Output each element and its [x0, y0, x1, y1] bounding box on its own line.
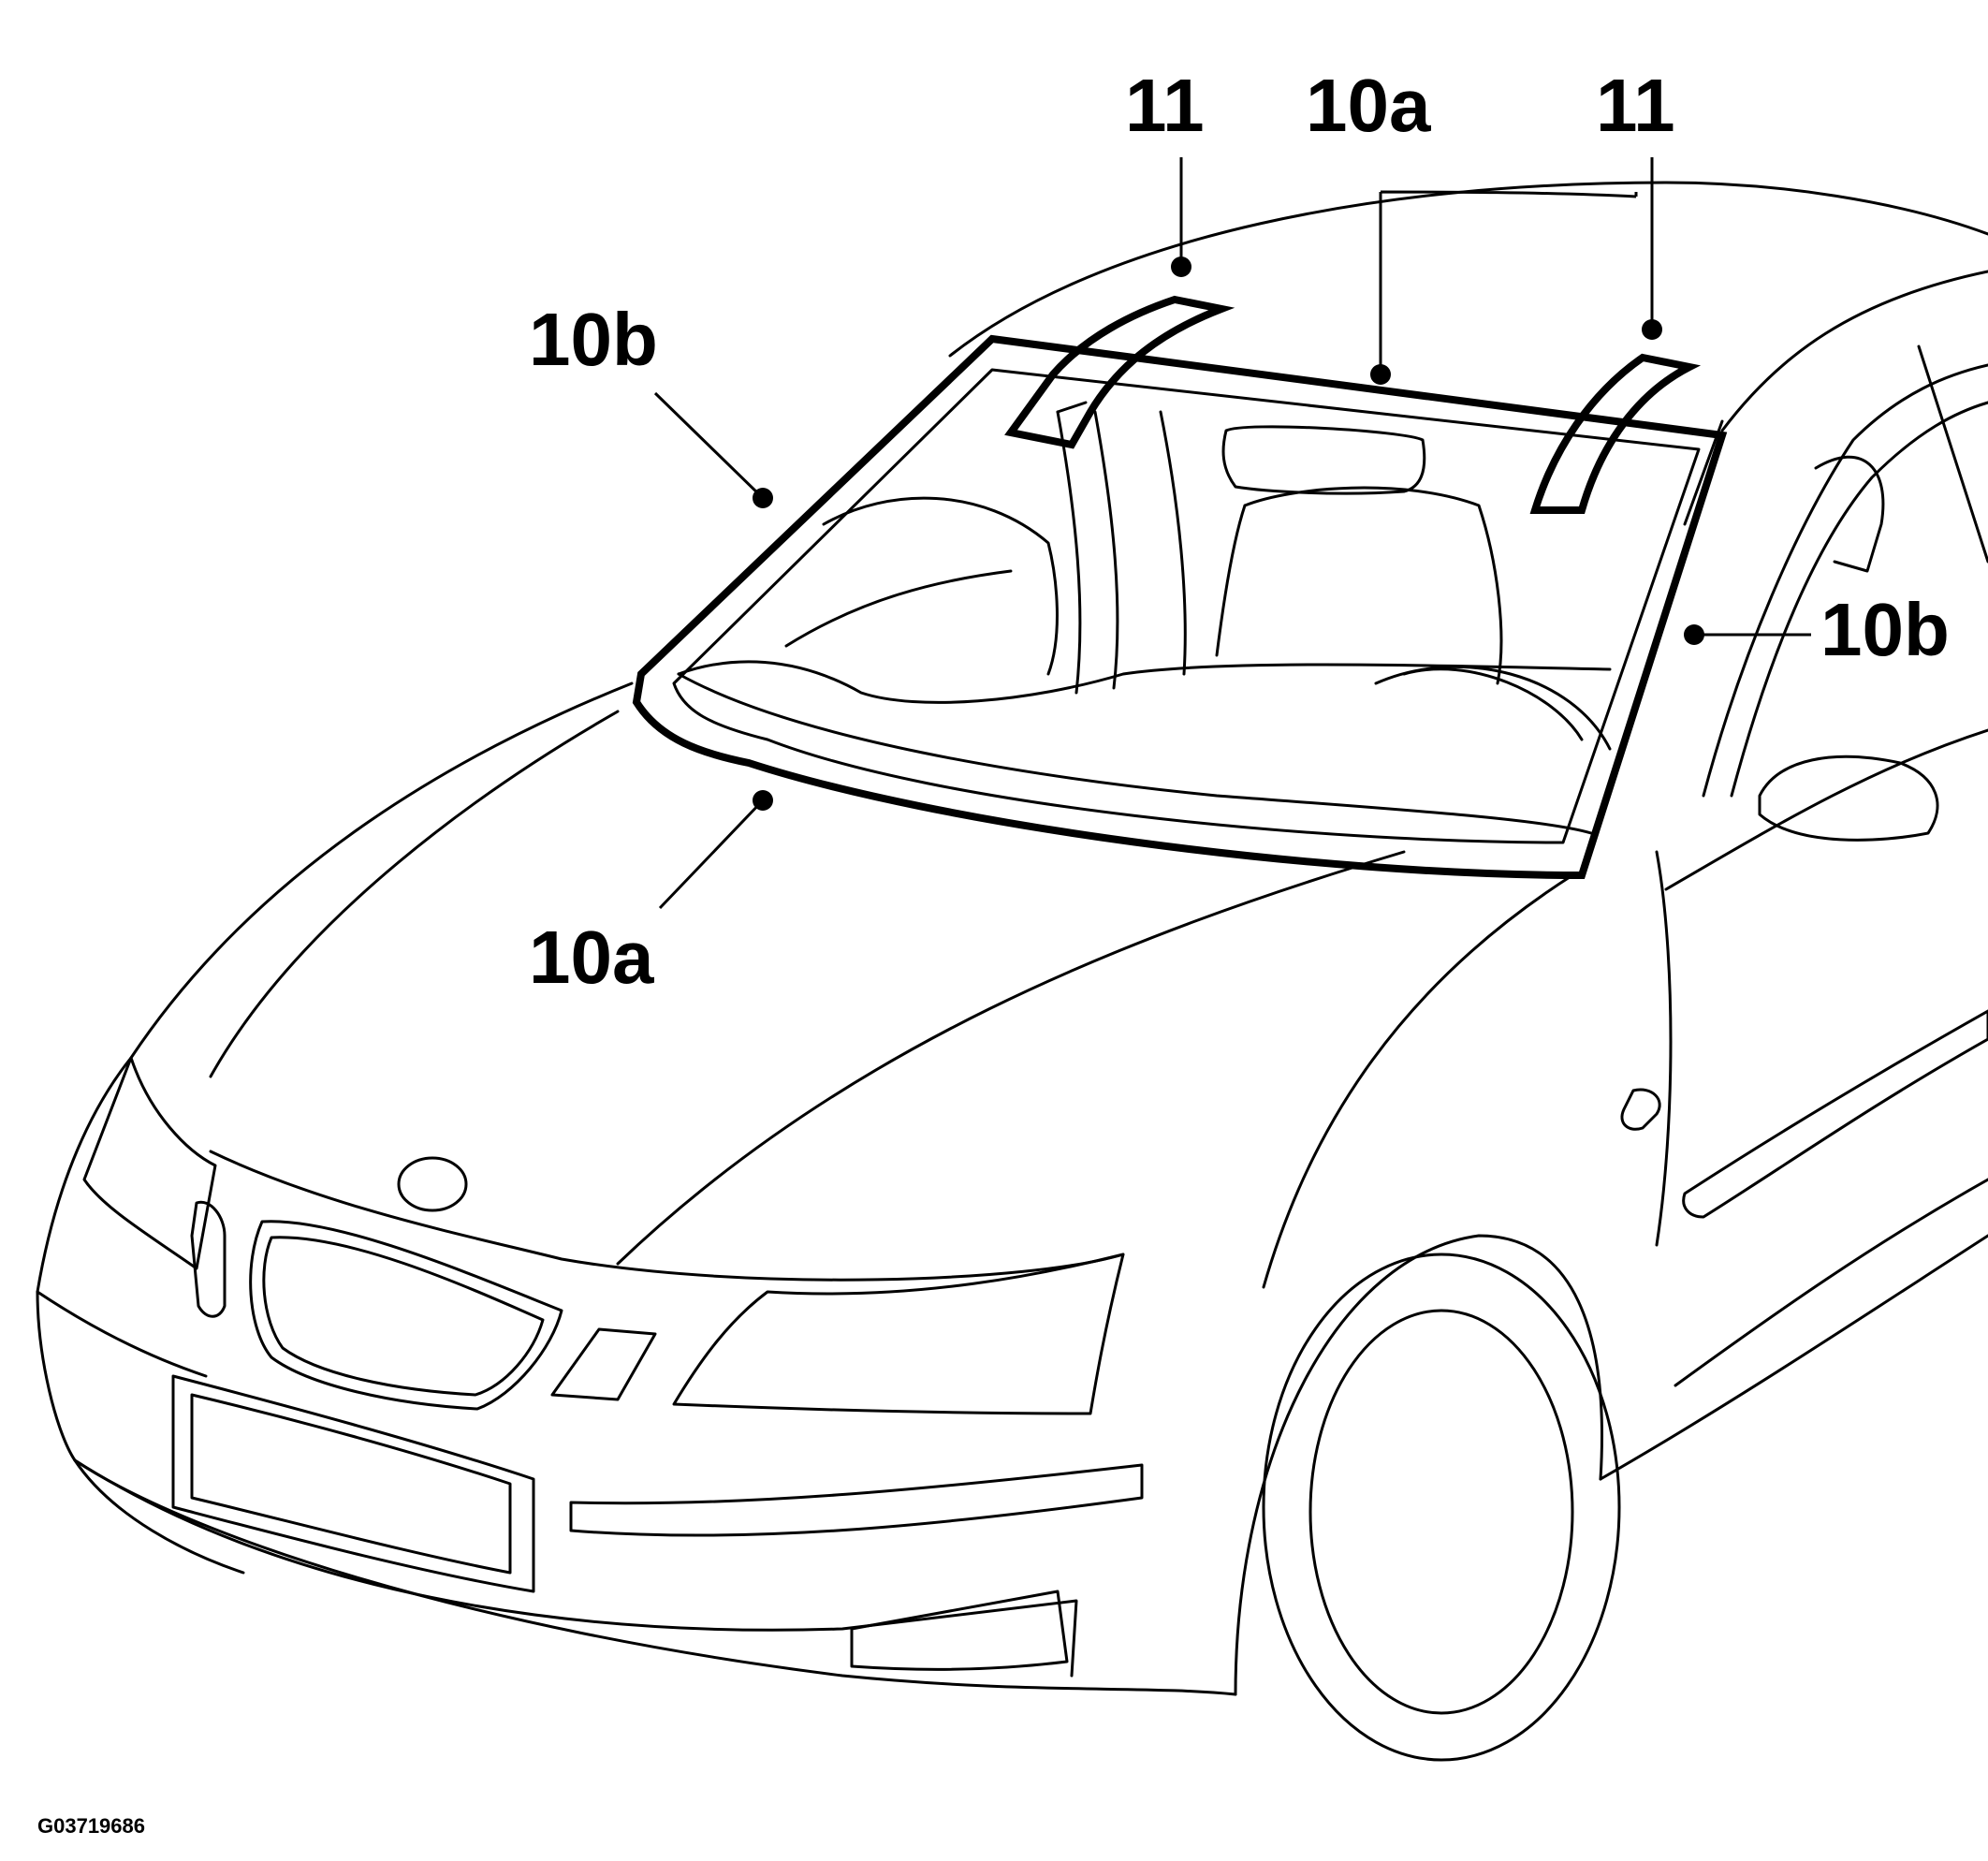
leader-10a-top: [1379, 190, 1638, 374]
hood-front-edge: [209, 1150, 1125, 1282]
interior-line-left: [822, 496, 1059, 676]
callout-10b-right: 10b: [1820, 588, 1950, 671]
bumper-lower: [73, 1458, 1237, 1696]
hood-badge: [397, 1156, 468, 1212]
leader-10a-bottom: [658, 799, 765, 910]
sensor-patch-right: [1529, 353, 1702, 514]
callout-11-left: 11: [1125, 64, 1205, 147]
callout-dot-11-right: [1642, 319, 1662, 340]
rearview-mirror: [1221, 425, 1426, 495]
interior: [677, 401, 1724, 835]
bumper-upper: [36, 1056, 133, 1462]
wheel-rim: [1308, 1309, 1574, 1715]
license-plate-inner: [190, 1393, 512, 1575]
fender-crease: [1262, 873, 1574, 1289]
windshield-outer-frame: [632, 334, 1728, 880]
windshield: [632, 295, 1728, 880]
side-body-line: [1674, 1178, 1988, 1387]
seat-right: [1243, 486, 1503, 685]
hood-crease-right: [616, 850, 1406, 1266]
steering-wheel: [1374, 665, 1612, 751]
grille-outer: [249, 1220, 563, 1411]
callout-10a-bottom: 10a: [529, 916, 654, 999]
callout-dot-10a-top: [1370, 364, 1391, 385]
tire: [1262, 1253, 1621, 1762]
figure-id: G03719686: [37, 1814, 145, 1838]
callout-dot-11-left: [1171, 256, 1191, 277]
door-molding: [1682, 1009, 1988, 1219]
callout-dot-10b-right: [1684, 624, 1704, 645]
seat-center: [1159, 410, 1187, 676]
hood-outline: [129, 681, 634, 1060]
indicator-light: [550, 1327, 657, 1401]
bumper-mid: [36, 1290, 208, 1378]
seat-right-side: [1215, 504, 1247, 657]
callout-11-right: 11: [1596, 64, 1675, 147]
roof-line: [948, 181, 1988, 358]
bumper-lip: [73, 1458, 245, 1575]
car-body: [36, 181, 1988, 1762]
grille-inner: [262, 1236, 545, 1397]
side-sill: [1599, 1234, 1988, 1481]
rear-seat-right: [1683, 419, 1724, 526]
leader-10b-left: [653, 391, 765, 500]
dashboard-top: [677, 660, 1612, 704]
seat-left-inner: [1093, 410, 1119, 690]
hood-center-crease: [209, 710, 620, 1078]
side-window-frame: [1702, 363, 1988, 798]
door-line: [1664, 728, 1988, 891]
windshield-inner-frame: [672, 368, 1701, 844]
side-mirror: [1758, 755, 1939, 842]
sensor-patch-left: [1004, 295, 1235, 449]
headlight-right: [672, 1253, 1125, 1415]
dashboard-front: [677, 672, 1593, 835]
side-window-inner: [1730, 401, 1988, 798]
callout-10b-left: 10b: [529, 298, 658, 381]
lower-intake: [73, 1458, 1078, 1678]
a-pillar-right-outer: [1655, 850, 1673, 1247]
lower-vent: [850, 1590, 1069, 1671]
seat-left: [1056, 410, 1082, 695]
callouts: 11 10a 11 10b 10b 10a: [529, 64, 1950, 999]
fog-lamp-right: [569, 1463, 1144, 1537]
headlight-left: [82, 1056, 217, 1270]
callout-dot-10b-left: [753, 488, 773, 508]
roof-edge-right: [1720, 270, 1988, 432]
seat-back-right: [1814, 455, 1885, 573]
side-marker: [1620, 1088, 1661, 1131]
b-pillar: [1917, 344, 1988, 564]
grille-side-slot: [190, 1200, 227, 1318]
headrest-left: [1056, 401, 1088, 414]
callout-10a-top: 10a: [1306, 64, 1431, 147]
wheel-arch: [1234, 1234, 1603, 1696]
license-plate-outer: [171, 1374, 535, 1593]
callout-dot-10a-bottom: [753, 790, 773, 811]
interior-line-left-2: [784, 569, 1013, 648]
